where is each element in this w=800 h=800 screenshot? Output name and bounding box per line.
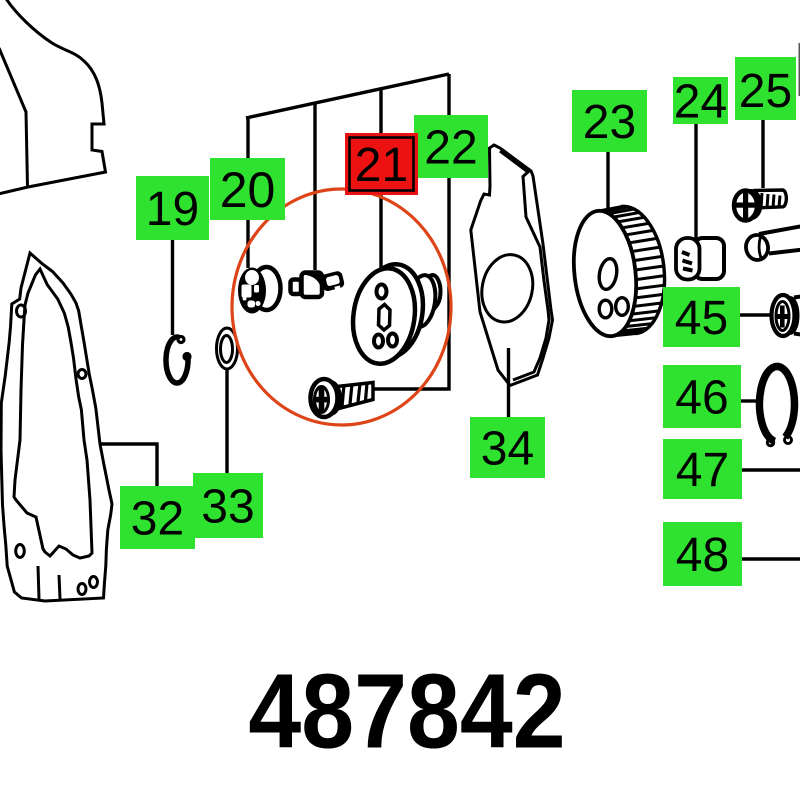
svg-text:22: 22 (424, 122, 477, 175)
svg-text:48: 48 (676, 529, 729, 582)
svg-text:45: 45 (675, 292, 728, 345)
svg-text:33: 33 (201, 481, 254, 534)
svg-text:34: 34 (481, 423, 534, 476)
svg-text:23: 23 (583, 96, 636, 149)
svg-text:32: 32 (131, 493, 184, 546)
svg-text:487842: 487842 (248, 653, 565, 771)
svg-text:20: 20 (220, 162, 276, 218)
svg-text:46: 46 (675, 372, 728, 425)
svg-text:19: 19 (146, 183, 199, 236)
svg-text:25: 25 (739, 65, 792, 118)
svg-text:47: 47 (676, 444, 729, 497)
svg-text:24: 24 (674, 76, 727, 129)
svg-text:21: 21 (355, 139, 408, 192)
